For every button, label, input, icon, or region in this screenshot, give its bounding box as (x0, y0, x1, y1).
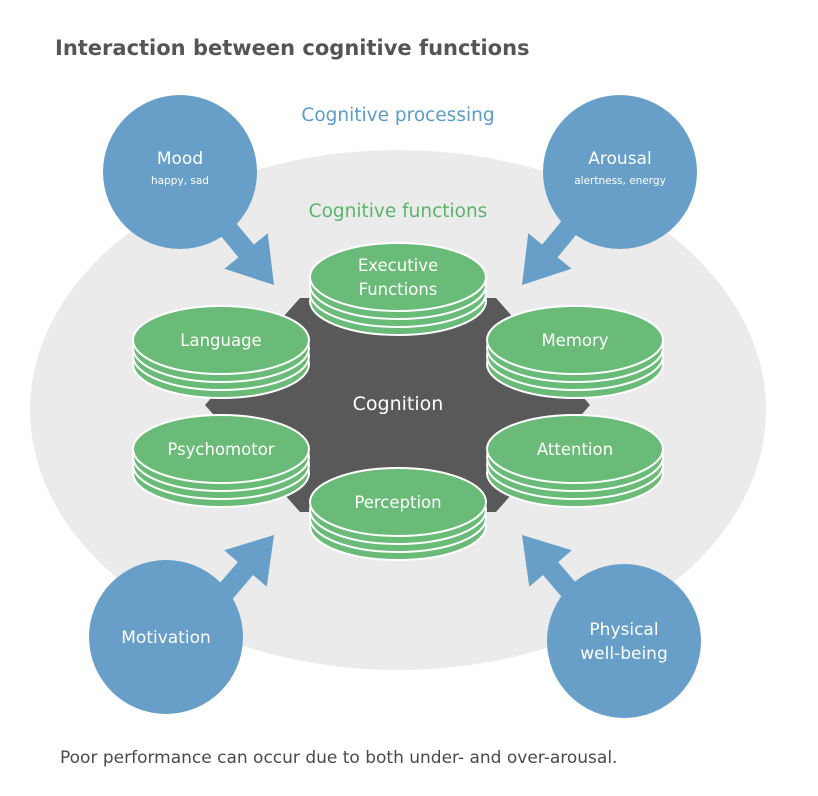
function-label: Functions (359, 280, 438, 299)
function-stack-perception: Perception (309, 467, 487, 561)
influence-mood: Mood happy, sad (103, 95, 257, 249)
influence-circle (103, 95, 257, 249)
influence-sublabel: happy, sad (151, 175, 209, 187)
function-stack-attention: Attention (486, 414, 664, 508)
influence-label: Arousal (588, 149, 651, 169)
influence-label: Mood (157, 149, 203, 169)
function-label: Perception (354, 493, 441, 512)
disk-layer (309, 467, 487, 537)
influence-arousal: Arousal alertness, energy (543, 95, 697, 249)
diagram-title: Interaction between cognitive functions (55, 36, 530, 60)
function-label: Psychomotor (167, 440, 274, 459)
cognitive-processing-label: Cognitive processing (301, 105, 494, 126)
disk-layer (132, 414, 310, 484)
function-label: Executive (358, 256, 438, 275)
influence-motivation: Motivation (89, 560, 243, 714)
function-stack-memory: Memory (486, 305, 664, 399)
disk-layer (486, 414, 664, 484)
influence-label: Motivation (121, 628, 211, 648)
influence-sublabel: alertness, energy (574, 175, 666, 187)
disk-layer (486, 305, 664, 375)
function-stack-language: Language (132, 305, 310, 399)
disk-layer (309, 242, 487, 312)
cognitive-functions-label: Cognitive functions (309, 201, 488, 222)
disk-layer (132, 305, 310, 375)
influence-physical: Physical well-being (547, 564, 701, 718)
influence-label: Physical (589, 620, 658, 640)
function-stack-psychomotor: Psychomotor (132, 414, 310, 508)
influence-circle (543, 95, 697, 249)
influence-circle (547, 564, 701, 718)
function-label: Memory (541, 331, 608, 350)
function-label: Language (180, 331, 261, 350)
diagram-caption: Poor performance can occur due to both u… (60, 748, 617, 768)
influence-circle (89, 560, 243, 714)
cognition-label: Cognition (353, 393, 444, 415)
function-label: Attention (537, 440, 613, 459)
influence-label: well-being (580, 644, 667, 664)
